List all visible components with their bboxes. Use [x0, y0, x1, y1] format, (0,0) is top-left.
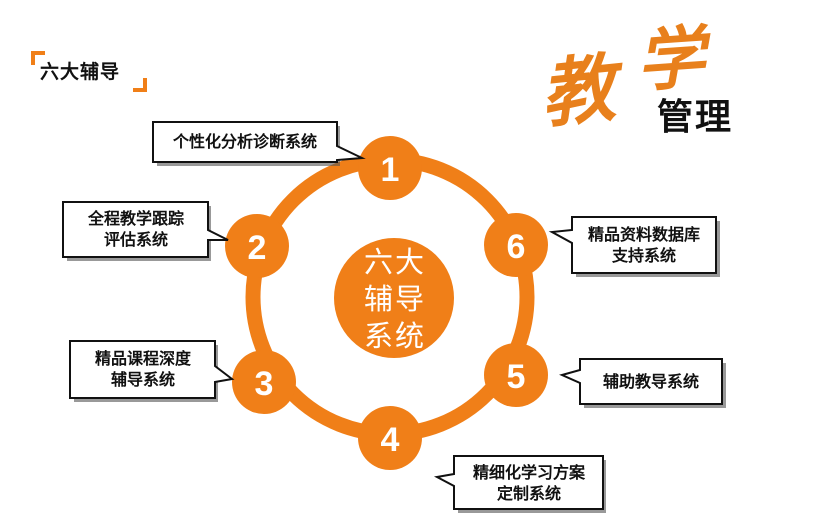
node-circle-5	[484, 343, 548, 407]
callout-box-2	[62, 201, 229, 261]
title-bracket-left	[31, 51, 45, 65]
node-number-2: 2	[247, 229, 267, 267]
callout-label-3: 精品课程深度 辅导系统	[94, 349, 191, 389]
callout-box-4	[433, 455, 606, 513]
node-circle-6	[484, 213, 548, 277]
node-circle-4	[358, 406, 422, 470]
title-bracket-right	[133, 78, 147, 92]
node-circle-3	[232, 350, 296, 414]
callout-box-1	[152, 121, 366, 166]
center-line-3: 系统	[363, 319, 426, 353]
node-circle-2	[225, 214, 289, 278]
callout-box-3	[69, 340, 235, 402]
node-circle-1	[358, 136, 422, 200]
callout-label-5: 辅助教导系统	[602, 372, 699, 391]
callout-label-4: 精细化学习方案 定制系统	[472, 463, 585, 503]
center-line-1: 六大	[363, 245, 426, 279]
center-line-2: 辅导	[363, 282, 426, 316]
callout-label-6: 精品资料数据库 支持系统	[587, 225, 700, 265]
node-number-1: 1	[380, 151, 400, 189]
node-number-3: 3	[254, 365, 274, 403]
brand-subtitle: 管理	[657, 97, 734, 138]
page-title: 六大辅导	[40, 61, 121, 83]
node-number-4: 4	[380, 421, 400, 459]
node-number-5: 5	[506, 358, 526, 396]
callout-label-1: 个性化分析诊断系统	[172, 132, 317, 151]
center-label: 六大 辅导 系统	[335, 244, 455, 355]
callout-box-6	[548, 216, 720, 277]
node-number-6: 6	[506, 228, 526, 266]
callout-box-5	[559, 358, 726, 408]
callout-label-2: 全程教学跟踪 评估系统	[87, 209, 184, 249]
center-circle	[334, 238, 454, 358]
